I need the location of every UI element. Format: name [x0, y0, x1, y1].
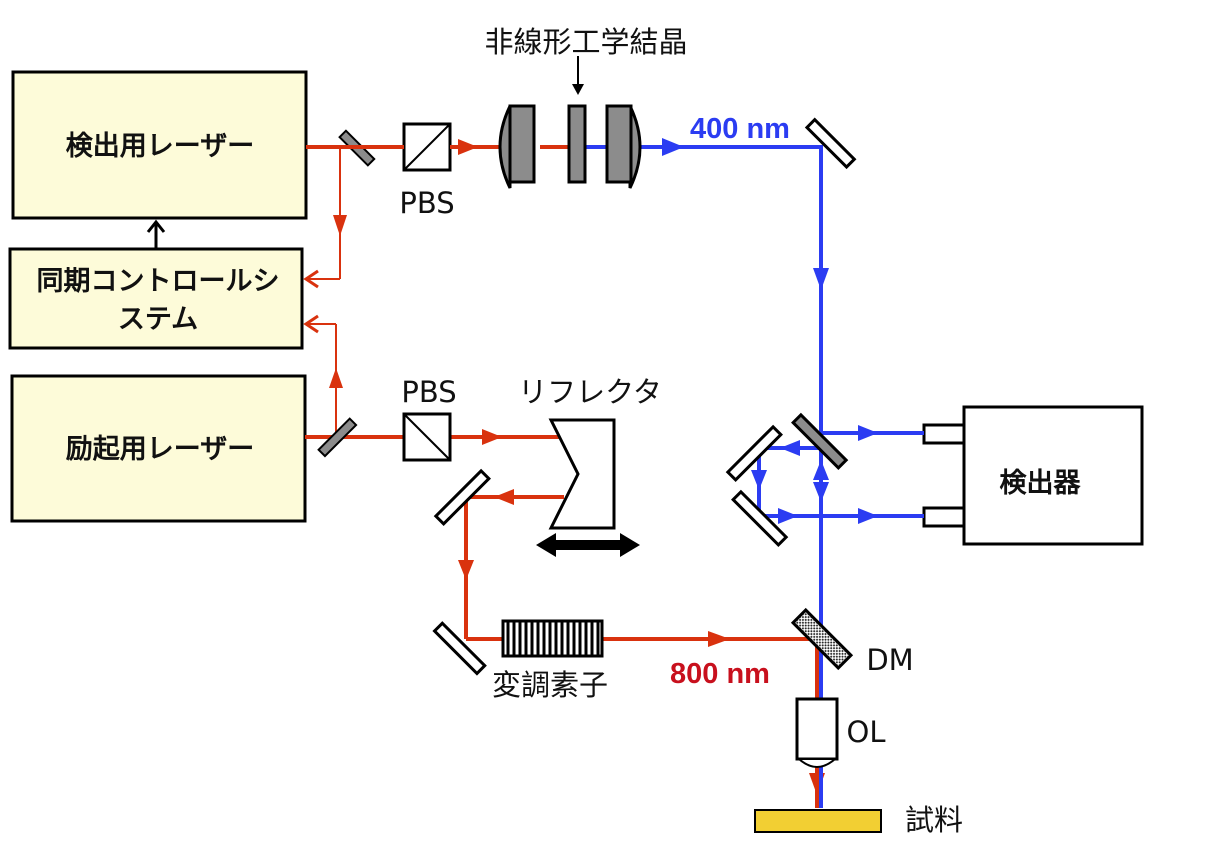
nonlinear-crystal-label: 非線形工学結晶	[484, 25, 687, 59]
beam-arrow	[751, 470, 767, 490]
beam-arrow	[813, 482, 829, 502]
turning-mirror-mid	[433, 468, 491, 526]
modulator	[501, 619, 604, 658]
turning-mirror-bottom	[432, 621, 487, 676]
beam-arrow	[813, 460, 829, 480]
beam-arrow	[458, 560, 474, 580]
beam-arrow	[662, 138, 684, 156]
sample	[754, 809, 882, 833]
turning-mirror-top	[804, 117, 857, 170]
sample-label: 試料	[905, 803, 963, 837]
wavelength-400-label: 400 nm	[690, 113, 790, 145]
lens-1	[498, 104, 536, 189]
beam-arrow	[778, 508, 798, 524]
dichroic-mirror	[790, 607, 854, 671]
pump-beam-splitter	[317, 417, 358, 458]
probe-laser-label: 検出用レーザー	[66, 131, 254, 162]
reflector-label: リフレクタ	[518, 375, 662, 409]
sync-control-box: 同期コントロールシ ステム	[8, 247, 304, 350]
probe-pickoff-beam	[303, 147, 347, 289]
detector-beam-splitter	[791, 412, 849, 470]
nonlinear-crystal-pointer	[572, 56, 584, 95]
beam-arrow	[813, 268, 829, 290]
sync-control-label-line2: ステム	[118, 304, 198, 335]
beam-arrow	[708, 631, 730, 647]
detector-box: 検出器	[922, 405, 1144, 546]
pump-pickoff-beam	[303, 314, 343, 437]
beam-arrow	[780, 440, 800, 456]
reference-mirror-lower	[731, 489, 789, 547]
pump-laser-beam	[305, 429, 825, 808]
beam-arrow	[858, 508, 878, 524]
sync-to-probe-arrow	[146, 219, 166, 249]
pump-laser-label: 励起用レーザー	[66, 434, 254, 465]
translation-stage-arrow-icon	[536, 533, 640, 557]
objective-lens	[795, 697, 839, 768]
detector-port-upper	[922, 423, 966, 445]
modulator-label: 変調素子	[492, 668, 608, 702]
pump-laser-box: 励起用レーザー	[10, 374, 307, 523]
objective-lens-label: OL	[847, 715, 886, 749]
nonlinear-crystal	[567, 104, 587, 184]
pbs-top-label: PBS	[399, 186, 454, 220]
beam-arrow	[858, 425, 878, 441]
pbs-bottom	[402, 412, 452, 462]
detector-label: 検出器	[1000, 468, 1082, 499]
reference-mirror-upper	[725, 424, 783, 482]
pbs-bottom-label: PBS	[401, 375, 456, 409]
sync-control-label-line1: 同期コントロールシ	[37, 266, 280, 297]
wavelength-800-label: 800 nm	[670, 658, 770, 690]
beam-arrow	[458, 139, 478, 155]
pbs-top	[306, 122, 458, 172]
lens-2	[605, 104, 642, 189]
dichroic-mirror-label: DM	[866, 643, 913, 677]
detector-port-lower	[922, 506, 966, 528]
retro-reflector	[548, 418, 616, 530]
beam-arrow	[494, 489, 514, 505]
probe-laser-box: 検出用レーザー	[11, 70, 308, 220]
probe-400nm-beam	[570, 138, 924, 808]
beam-arrow	[482, 429, 502, 445]
